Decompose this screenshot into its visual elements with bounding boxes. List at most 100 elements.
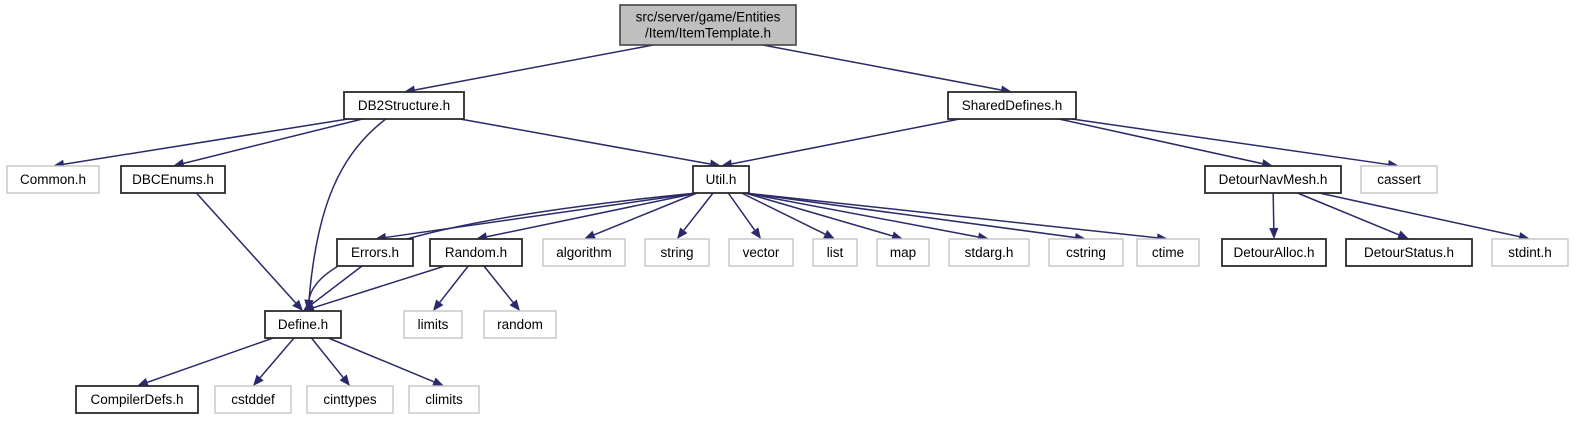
node-label-define: Define.h (278, 317, 328, 332)
graph-node-climits[interactable]: climits (408, 385, 480, 414)
edge-util-to-string (683, 192, 714, 231)
edge-util-to-algorithm (593, 192, 698, 236)
graph-node-cstddef[interactable]: cstddef (214, 385, 292, 414)
node-box-errors[interactable] (336, 238, 414, 267)
graph-node-algorithm[interactable]: algorithm (542, 238, 626, 267)
node-box-cstddef[interactable] (214, 385, 292, 414)
node-label-detouralloc: DetourAlloc.h (1233, 245, 1314, 260)
node-box-common[interactable] (6, 165, 100, 194)
node-box-dbcenums[interactable] (120, 165, 226, 194)
node-label-algorithm: algorithm (556, 245, 612, 260)
edge-layer (53, 44, 1530, 387)
graph-node-ctime[interactable]: ctime (1136, 238, 1200, 267)
graph-node-limits[interactable]: limits (403, 310, 463, 339)
graph-node-cstring[interactable]: cstring (1048, 238, 1124, 267)
edge-util-to-define (308, 192, 698, 301)
arrowhead-random-to-limits (433, 299, 444, 311)
node-label-dbcenums: DBCEnums.h (132, 172, 214, 187)
graph-node-dbcenums[interactable]: DBCEnums.h (120, 165, 226, 194)
node-label-random: Random.h (445, 245, 507, 260)
node-label-vector: vector (743, 245, 780, 260)
node-box-cassert[interactable] (1360, 165, 1438, 194)
node-box-cstring[interactable] (1048, 238, 1124, 267)
node-box-db2structure[interactable] (343, 91, 465, 120)
graph-node-list[interactable]: list (812, 238, 858, 267)
edge-util-to-vector (727, 192, 756, 231)
node-box-cinttypes[interactable] (306, 385, 394, 414)
node-label-db2structure: DB2Structure.h (358, 98, 450, 113)
node-box-vector[interactable] (728, 238, 794, 267)
graph-node-random_std[interactable]: random (483, 310, 557, 339)
node-box-list[interactable] (812, 238, 858, 267)
node-box-compilerdefs[interactable] (75, 385, 199, 414)
graph-node-detouralloc[interactable]: DetourAlloc.h (1221, 238, 1327, 267)
node-box-detournavmesh[interactable] (1204, 165, 1342, 194)
graph-node-random[interactable]: Random.h (429, 238, 523, 267)
node-box-root[interactable] (619, 4, 797, 46)
graph-node-common[interactable]: Common.h (6, 165, 100, 194)
graph-node-define[interactable]: Define.h (264, 310, 342, 339)
graph-node-map[interactable]: map (876, 238, 930, 267)
edge-errors-to-define (311, 265, 363, 305)
node-box-define[interactable] (264, 310, 342, 339)
node-label-ctime: ctime (1152, 245, 1184, 260)
edge-util-to-ctime (744, 192, 1158, 239)
node-box-detourstatus[interactable] (1345, 238, 1473, 267)
edge-shareddefines-to-util (731, 118, 960, 165)
node-label-compilerdefs: CompilerDefs.h (90, 392, 183, 407)
node-box-ctime[interactable] (1136, 238, 1200, 267)
edge-define-to-compilerdefs (147, 337, 274, 384)
node-box-algorithm[interactable] (542, 238, 626, 267)
node-box-map[interactable] (876, 238, 930, 267)
edge-detournavmesh-to-stdint (1319, 192, 1520, 238)
node-box-climits[interactable] (408, 385, 480, 414)
graph-node-util[interactable]: Util.h (692, 165, 750, 194)
graph-node-db2structure[interactable]: DB2Structure.h (343, 91, 465, 120)
edge-db2structure-to-util (459, 118, 711, 165)
arrowhead-define-to-climits (432, 377, 444, 387)
graph-node-stdint[interactable]: stdint.h (1491, 238, 1569, 267)
node-box-limits[interactable] (403, 310, 463, 339)
node-label-errors: Errors.h (351, 245, 399, 260)
node-box-string[interactable] (644, 238, 710, 267)
node-label-detournavmesh: DetourNavMesh.h (1219, 172, 1328, 187)
graph-node-errors[interactable]: Errors.h (336, 238, 414, 267)
edge-define-to-cstddef (259, 337, 295, 379)
graph-node-cinttypes[interactable]: cinttypes (306, 385, 394, 414)
node-box-detouralloc[interactable] (1221, 238, 1327, 267)
node-label-climits: climits (425, 392, 463, 407)
node-label-stdint: stdint.h (1508, 245, 1552, 260)
graph-node-string[interactable]: string (644, 238, 710, 267)
graph-node-vector[interactable]: vector (728, 238, 794, 267)
arrowhead-util-to-string (677, 227, 688, 239)
node-box-random_std[interactable] (483, 310, 557, 339)
edge-db2structure-to-common (63, 118, 349, 166)
edge-util-to-list (741, 192, 826, 235)
graph-node-cassert[interactable]: cassert (1360, 165, 1438, 194)
graph-node-detourstatus[interactable]: DetourStatus.h (1345, 238, 1473, 267)
graph-node-root[interactable]: src/server/game/Entities/Item/ItemTempla… (619, 4, 797, 46)
node-box-shareddefines[interactable] (947, 91, 1077, 120)
edge-random-to-define (313, 265, 446, 309)
edge-define-to-climits (328, 337, 435, 383)
edge-util-to-errors (385, 192, 698, 239)
node-box-stdint[interactable] (1491, 238, 1569, 267)
arrowhead-util-to-vector (750, 227, 761, 239)
edge-detournavmesh-to-detourstatus (1297, 192, 1400, 236)
graph-node-detournavmesh[interactable]: DetourNavMesh.h (1204, 165, 1342, 194)
graph-node-stdarg[interactable]: stdarg.h (948, 238, 1030, 267)
node-label-cstring: cstring (1066, 245, 1106, 260)
node-label-random_std: random (497, 317, 543, 332)
node-label-cinttypes: cinttypes (323, 392, 377, 407)
node-label-util: Util.h (706, 172, 737, 187)
graph-node-compilerdefs[interactable]: CompilerDefs.h (75, 385, 199, 414)
arrowhead-util-to-algorithm (584, 230, 596, 240)
edge-random-to-limits (439, 265, 469, 303)
arrowhead-dbcenums-to-define (292, 299, 303, 311)
edge-define-to-cinttypes (310, 337, 344, 378)
node-box-stdarg[interactable] (948, 238, 1030, 267)
node-box-util[interactable] (692, 165, 750, 194)
node-box-random[interactable] (429, 238, 523, 267)
graph-node-shareddefines[interactable]: SharedDefines.h (947, 91, 1077, 120)
